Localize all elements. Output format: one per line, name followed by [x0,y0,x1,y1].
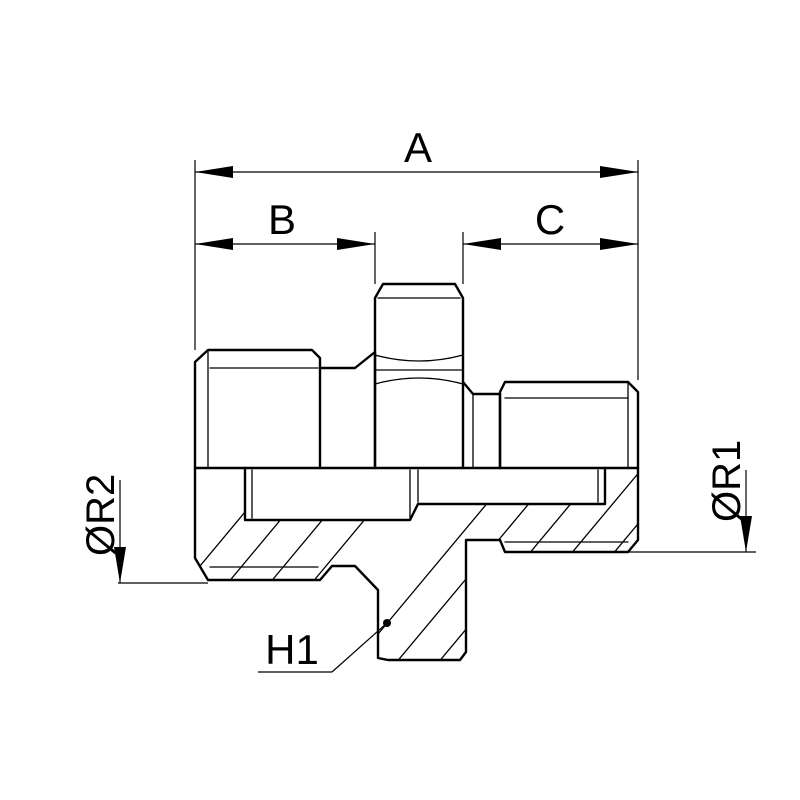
fitting-upper-view [193,282,640,470]
dimension-a-label: A [404,124,432,171]
arrowhead [114,547,126,583]
dimension-c: C [462,196,638,284]
arrowhead [195,238,233,250]
arrowhead [600,166,638,178]
arrowhead [600,238,638,250]
arrowhead [740,516,752,552]
dimension-c-label: C [535,196,565,243]
fitting-section-view [193,466,640,662]
leader-h1-label: H1 [265,626,319,673]
dimension-r1: ØR1 [628,440,756,553]
arrowhead [463,238,501,250]
dimension-r1-label: ØR1 [705,440,749,522]
dimension-r2: ØR2 [79,474,208,584]
dimension-r2-label: ØR2 [79,474,123,556]
dimension-b-label: B [268,196,296,243]
arrowhead [195,166,233,178]
dimension-a: A [194,124,639,380]
dimension-b: B [195,196,376,284]
arrowhead [337,238,375,250]
leader-h1: H1 [258,619,391,673]
